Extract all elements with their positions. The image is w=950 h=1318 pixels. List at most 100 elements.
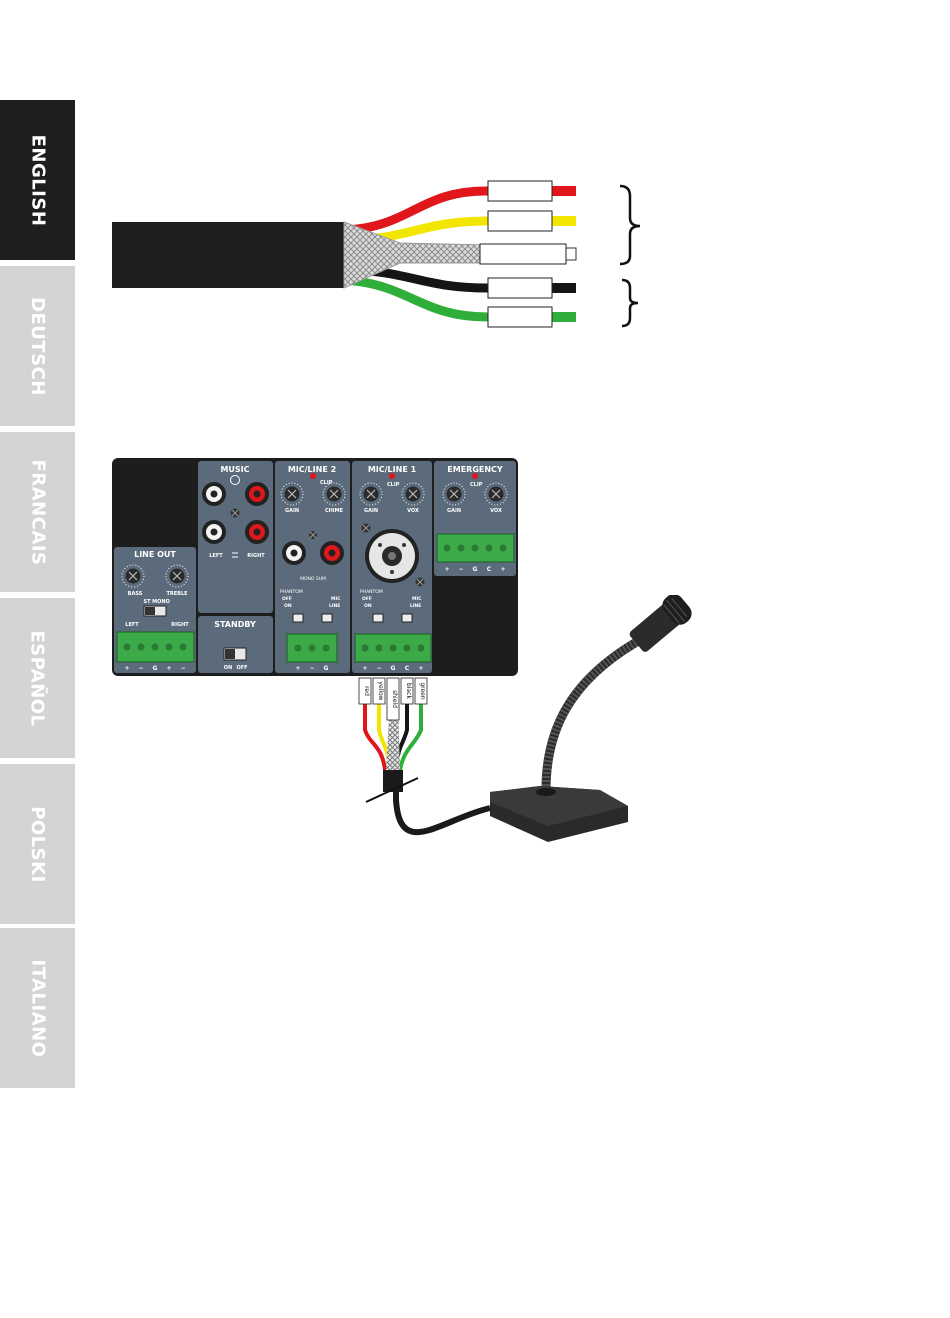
cable-jacket [112,222,344,288]
mic1-gain-label: GAIN [364,508,378,514]
mic1-terminal-block[interactable] [354,633,432,663]
bass-knob[interactable] [121,564,145,588]
sleeve-red [487,180,553,202]
wire-label-black: black [400,677,414,705]
sleeve-yellow [487,210,553,232]
mic2-chime-knob[interactable] [322,482,346,506]
microphone-capsule-icon [629,595,692,652]
tab-espanol[interactable]: ESPAÑOL [0,598,75,758]
mic1-off-label: OFF [362,596,372,602]
mic-line-2-section: MIC/LINE 2 CLIP GAIN CHIME MONO SUM PHAN… [275,461,350,673]
wire-red [343,186,552,235]
mic2-pin-2: − [309,665,314,672]
mic1-screw-top-icon [361,523,371,533]
tab-espanol-label: ESPAÑOL [27,629,49,727]
rca-jack-red-bottom[interactable] [245,520,269,544]
emergency-clip-label: CLIP [470,482,483,488]
rca-jack-white-bottom[interactable] [202,520,226,544]
tab-francais-label: FRANCAIS [27,459,49,565]
mic1-clip-led [389,473,395,479]
wire-tip-shield [565,247,577,261]
treble-knob[interactable] [165,564,189,588]
tab-polski-label: POLSKI [27,805,49,883]
mic1-pin-3: G [391,665,396,672]
mic1-clip-label: CLIP [387,482,400,488]
svg-text:shield: shield [391,690,398,708]
mic2-gain-knob[interactable] [280,482,304,506]
wire-tip-black [552,283,576,293]
mic1-gain-knob[interactable] [359,482,383,506]
emergency-terminal-block[interactable] [436,533,515,563]
line-out-pin-1: + [124,665,129,672]
tab-english[interactable]: ENGLISH [0,100,75,260]
music-left-label: LEFT [209,553,223,559]
emergency-pin-2: − [458,566,463,573]
mic1-vox-knob[interactable] [401,482,425,506]
tab-deutsch-label: DEUTSCH [27,296,48,396]
emergency-pin-1: + [444,566,449,573]
standby-section: STANDBY ON OFF [198,616,273,673]
emergency-gain-label: GAIN [447,508,461,514]
mic2-title: MIC/LINE 2 [288,465,336,474]
mic1-pin-1: + [362,665,367,672]
mic2-rca-white[interactable] [282,541,306,565]
line-out-pin-3: G [153,665,158,672]
tab-polski[interactable]: POLSKI [0,764,75,924]
rca-jack-red-top[interactable] [245,482,269,506]
mic2-clip-label: CLIP [320,480,333,486]
mic1-title: MIC/LINE 1 [368,465,417,474]
tab-italiano[interactable]: ITALIANO [0,928,75,1088]
mic2-line-label: LINE [329,603,340,609]
wire-label-yellow: yellow [372,677,386,705]
mic1-vox-label: VOX [407,508,419,514]
mic2-pin-3: G [324,665,329,672]
wire-tip-red [552,186,576,196]
mic1-mic-line-switch[interactable] [401,613,413,623]
xlr-combo-jack[interactable] [365,529,419,583]
link-icon [230,475,240,558]
rca-jack-white-top[interactable] [202,482,226,506]
emergency-pin-4: C [487,566,492,573]
mic2-terminal-block[interactable] [286,633,338,663]
microphone-base-icon [490,786,628,842]
mic2-pin-1: + [295,665,300,672]
line-out-terminal-block[interactable] [116,631,195,663]
mic2-mic-label: MIC [331,596,341,602]
mic2-rca-red[interactable] [320,541,344,565]
tab-deutsch[interactable]: DEUTSCH [0,266,75,426]
mic2-off-label: OFF [282,596,292,602]
music-title: MUSIC [220,465,249,474]
emergency-title: EMERGENCY [447,465,503,474]
mic1-pin-4: C [405,665,410,672]
brace-upper [619,184,641,266]
mic2-mic-line-switch[interactable] [321,613,333,623]
st-label: ST [143,599,151,605]
svg-text:red: red [363,686,370,696]
wire-tip-yellow [552,216,576,226]
mic2-gain-label: GAIN [285,508,299,514]
tab-francais[interactable]: FRANCAIS [0,432,75,592]
mic1-on-label: ON [364,603,372,609]
mic2-phantom-switch[interactable] [292,613,304,623]
music-right-label: RIGHT [247,553,265,559]
mic1-mic-label: MIC [412,596,422,602]
mic-wire-green [398,700,423,771]
mic1-phantom-switch[interactable] [372,613,384,623]
mic2-screw-icon [309,531,317,539]
cable-diagram [112,180,641,328]
standby-switch[interactable] [223,647,247,661]
line-out-section: LINE OUT BASS TREBLE ST MONO LEFT RIGHT … [114,547,196,673]
emergency-gain-knob[interactable] [442,482,466,506]
amplifier-panel: MUSIC LEFT RIGHT LINE OUT BASS TREBLE ST… [112,458,518,676]
st-mono-switch[interactable] [143,605,167,617]
mic-wire-red [363,700,387,771]
tab-italiano-label: ITALIANO [27,959,49,1057]
treble-label: TREBLE [166,591,188,597]
emergency-section: EMERGENCY CLIP GAIN VOX + − G C + [434,461,516,576]
line-out-left-label: LEFT [125,622,139,628]
svg-text:yellow: yellow [377,681,384,700]
line-out-pin-5: − [180,665,185,672]
emergency-vox-knob[interactable] [484,482,508,506]
mic2-phantom-label: PHANTOM [280,589,303,595]
mic2-chime-label: CHIME [325,508,344,514]
